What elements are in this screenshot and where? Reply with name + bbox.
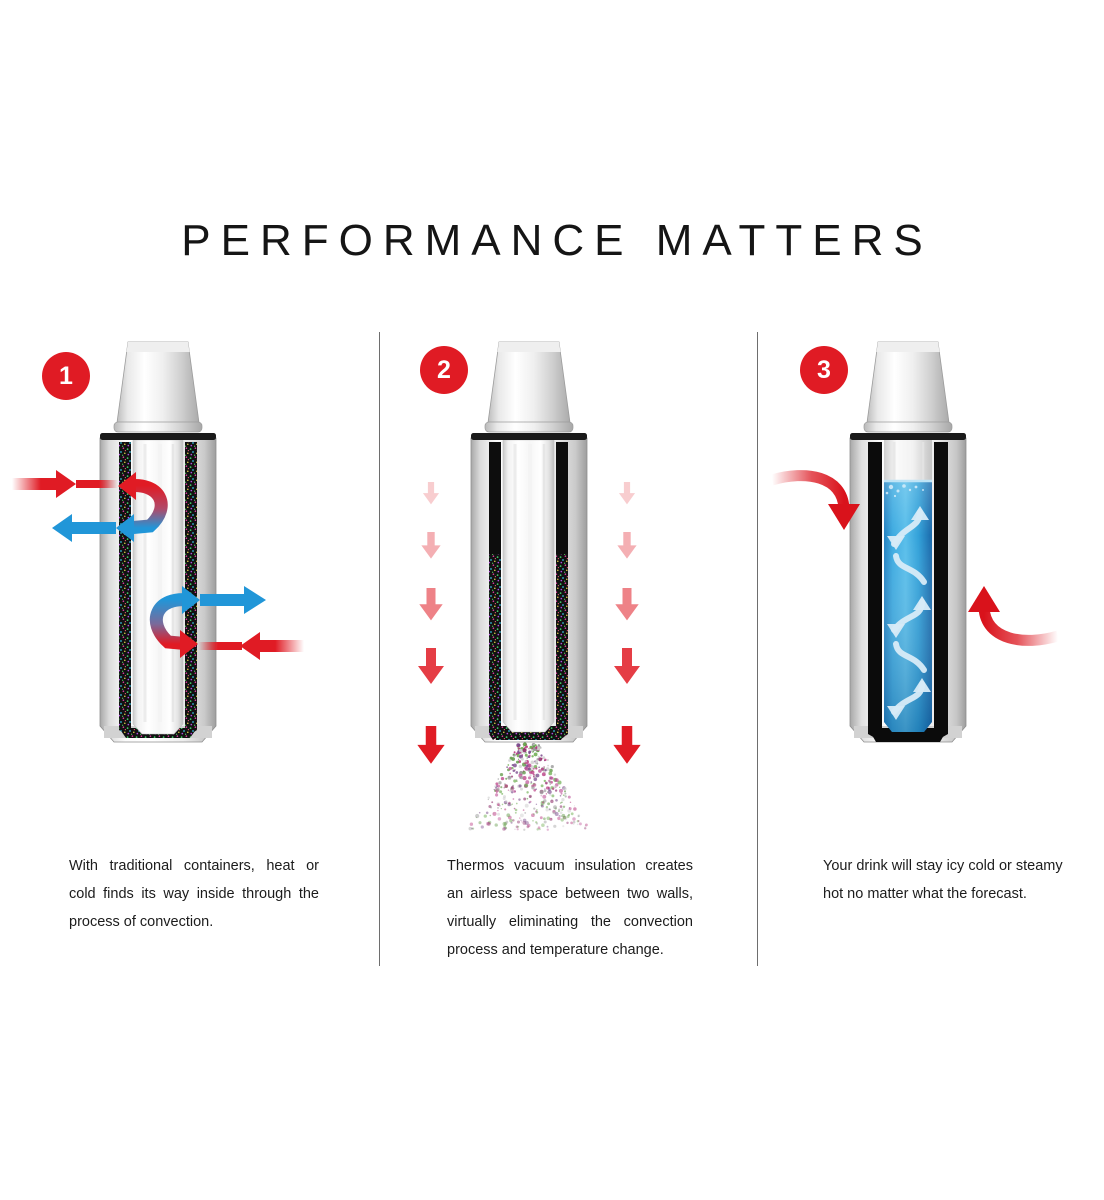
step-3-caption: Your drink will stay icy cold or steamy … <box>823 858 1063 902</box>
step-2-caption: Thermos vacuum insulation creates an air… <box>447 858 693 958</box>
liquid-bubbles <box>885 484 924 498</box>
panel-step-2: 2 <box>379 330 747 970</box>
arrow-column-left <box>417 482 445 764</box>
arrow-deflected-heat-right <box>968 586 1060 646</box>
panel-step-1: 1 <box>0 330 368 970</box>
escaping-air-particles <box>468 742 588 831</box>
illustration-traditional-container <box>0 330 368 850</box>
illustration-vacuum-insulation <box>379 330 747 850</box>
panel-divider-2 <box>757 332 758 966</box>
arrow-cold-out-top-left <box>52 514 116 542</box>
arrow-deflected-heat-left <box>770 470 860 530</box>
panel-divider-1 <box>379 332 380 966</box>
convection-loop-bottom <box>149 586 200 658</box>
step-1-caption: With traditional containers, heat or col… <box>69 858 319 930</box>
step-3-badge: 3 <box>800 346 848 394</box>
arrow-cold-out-bottom-right <box>200 586 266 614</box>
step-1-badge: 1 <box>42 352 90 400</box>
arrow-heat-in-bottom-right <box>198 632 304 660</box>
liquid-flow-arrowheads <box>887 506 931 720</box>
arrow-heat-in-top-left <box>12 470 118 498</box>
illustration-insulated-thermos <box>758 330 1104 850</box>
arrow-column-right <box>613 482 641 764</box>
page-title: PERFORMANCE MATTERS <box>181 216 933 265</box>
step-2-badge: 2 <box>420 346 468 394</box>
panel-step-3: 3 <box>758 330 1104 970</box>
convection-loop-top <box>116 472 168 542</box>
